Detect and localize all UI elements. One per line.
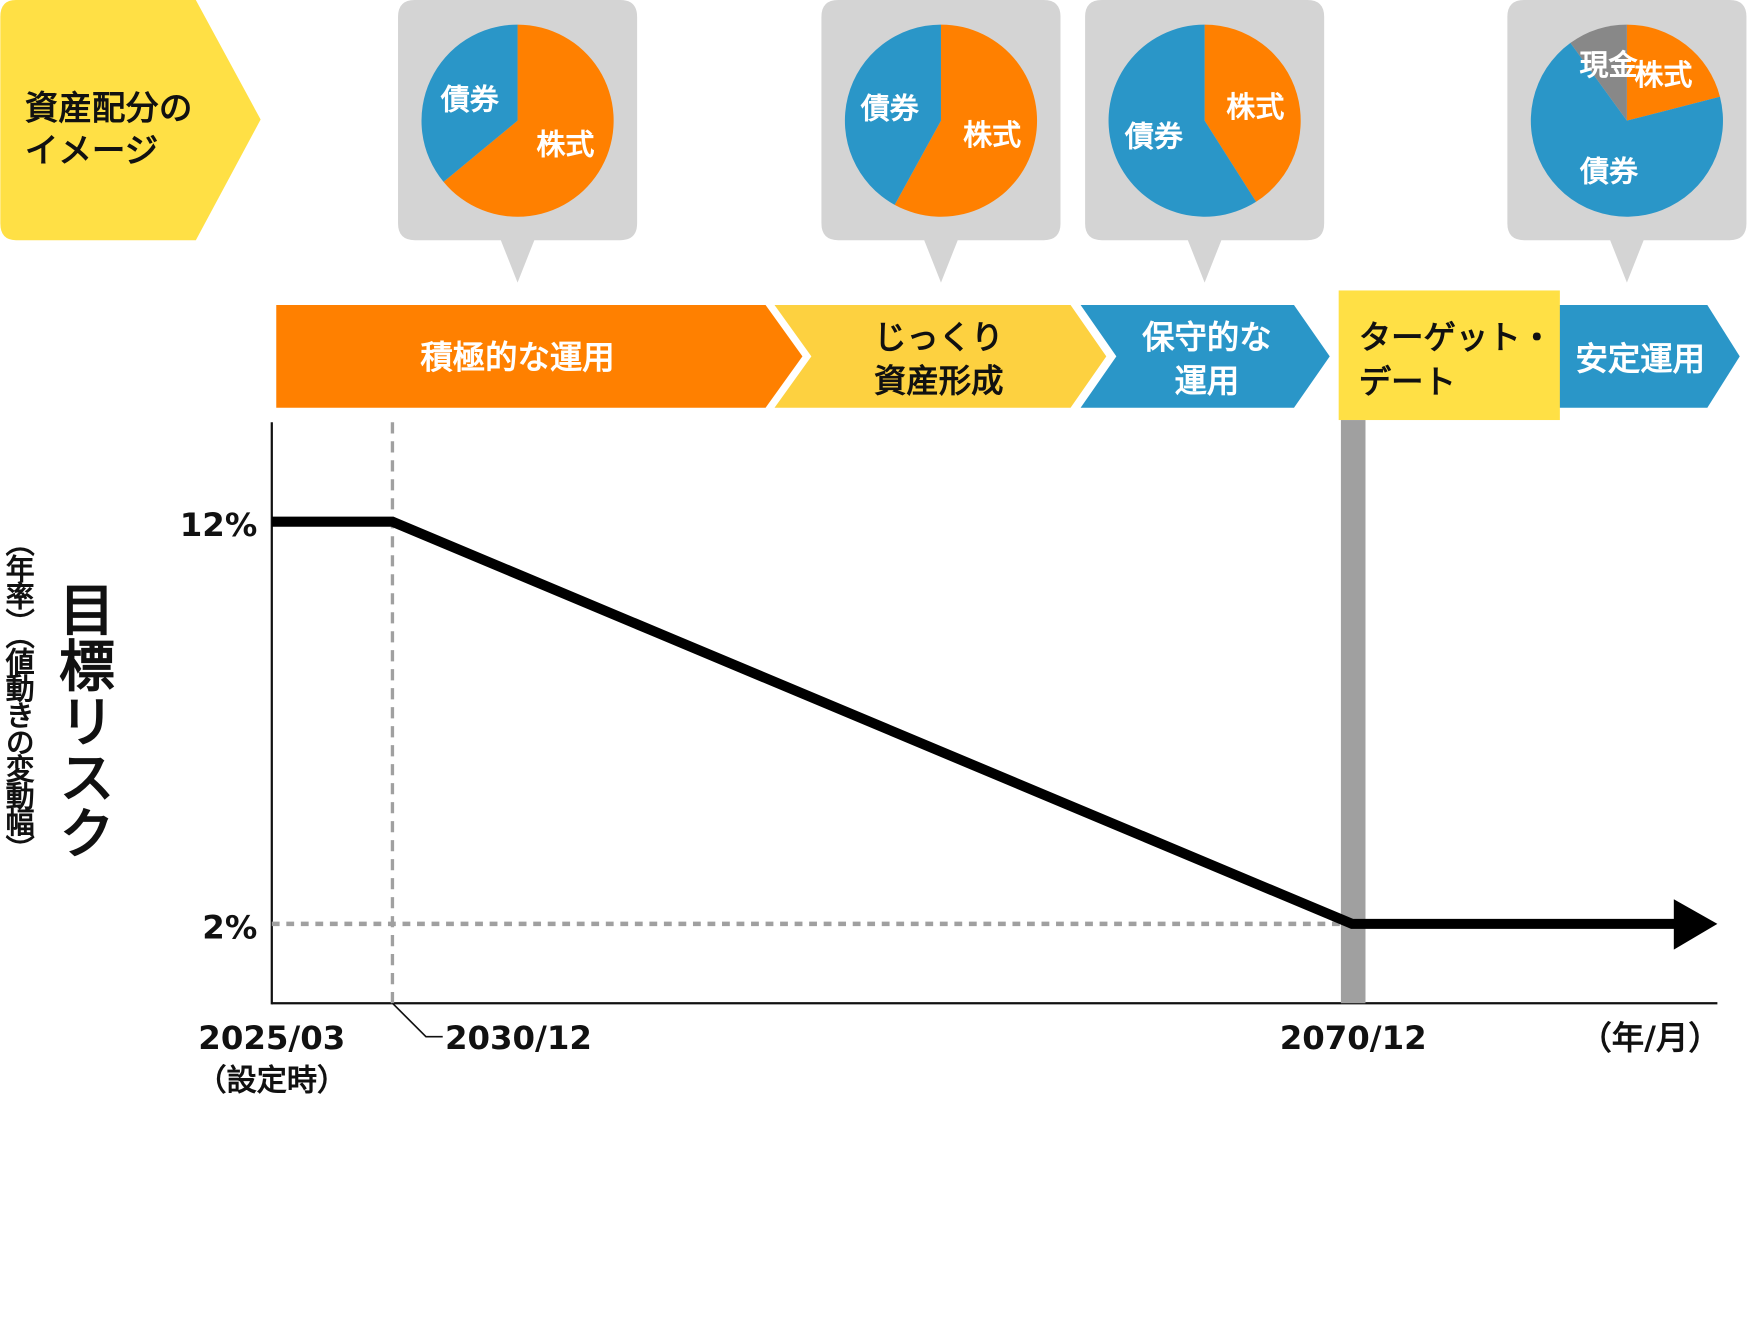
pie-slice [894,24,1038,217]
pie-slice-label: 債券 [440,82,500,116]
x-tick-2025-sub: （設定時） [196,1062,347,1098]
x-tick-2025: 2025/03 [198,1019,345,1057]
phase-label: じっくり [874,319,1004,357]
y-axis-title: 目標リスク [49,581,114,860]
pie-slice [1108,24,1257,217]
phase-conservative [1080,304,1330,408]
phase-bar: 積極的な運用 じっくり 資産形成 保守的な 運用 ターゲット・ デート 安定運用 [276,290,1740,421]
allocation-header-line1: 資産配分の [25,89,193,128]
leader-2030 [391,1002,443,1038]
pie-slice [1626,24,1720,121]
target-date-bar [1340,420,1366,1004]
x-axis-label: （年/月） [1579,1019,1720,1057]
phase-label: 安定運用 [1576,340,1706,378]
pie-slice [443,24,614,217]
phase-label: 保守的な [1142,319,1272,357]
phase-target-date [1338,290,1560,421]
pie-slice-label: 債券 [1579,155,1639,189]
pie-slice-label: 現金 [1579,48,1638,82]
phase-label: デート [1359,363,1456,401]
pie-slice-label: 株式 [1634,58,1692,92]
pie-slice [421,24,518,182]
pie-slice [1204,24,1301,202]
x-tick-2070: 2070/12 [1280,1019,1427,1057]
y-axis-subtitle: （年率）（値動きの変動幅） [1,527,36,861]
risk-line [271,516,1677,929]
pie-slice [1530,42,1723,217]
pie-slice [1570,24,1627,121]
y-tick-12: 12% [180,506,258,544]
pie-slice-label: 債券 [1124,120,1184,154]
pie-slice-label: 株式 [1226,90,1284,124]
pie-slice-label: 債券 [860,92,920,126]
phase-label: ターゲット・ [1359,319,1553,357]
phase-aggressive [276,304,803,408]
arrow-head [1673,899,1718,950]
phase-label: 資産形成 [874,362,1004,400]
allocation-header-line2: イメージ [25,131,158,170]
phase-label: 運用 [1174,362,1239,400]
phase-building [774,304,1107,408]
phase-label: 積極的な運用 [420,339,614,377]
y-tick-2: 2% [202,908,257,946]
allocation-header-badge [0,0,261,241]
pie-slice [844,24,941,205]
pie-slice-label: 株式 [536,127,594,161]
x-tick-2030: 2030/12 [445,1019,592,1057]
allocation-bubbles: 株式債券株式債券株式債券株式債券現金 [398,0,1747,283]
pie-slice-label: 株式 [963,118,1021,152]
phase-stable [1553,304,1740,408]
